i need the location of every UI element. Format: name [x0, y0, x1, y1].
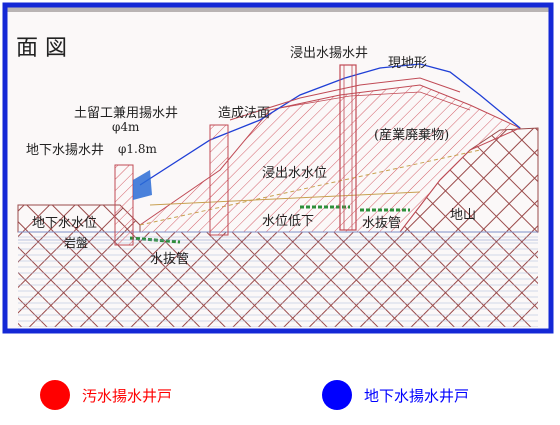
- groundwater-well: [114, 164, 134, 246]
- header-fragment: 面 図: [16, 36, 67, 61]
- leachate-well: [339, 64, 357, 231]
- retaining-well: [209, 124, 229, 236]
- level-drop-label: 水位低下: [262, 214, 315, 229]
- current-terrain-line: [139, 63, 521, 186]
- waste-label: (産業廃棄物): [374, 128, 450, 143]
- drain-pipe-right-label: 水抜管: [362, 216, 402, 231]
- natural-ground-label: 地山: [450, 208, 477, 223]
- red-dot-icon: [40, 380, 70, 410]
- retaining-well-label: 土留工兼用揚水井: [74, 106, 179, 121]
- groundwater-level-label: 地下水水位: [32, 216, 98, 231]
- legend-label-sewage-well: 汚水揚水井戸: [82, 386, 173, 405]
- bedrock-label: 岩盤: [64, 236, 89, 250]
- cross-section-diagram: [2, 2, 554, 334]
- leachate-well-label: 浸出水揚水井: [290, 46, 369, 61]
- slope-label: 造成法面: [218, 106, 271, 121]
- diameter-1-8m-label: φ1.8m: [118, 142, 157, 156]
- diameter-4m-label: φ4m: [112, 120, 140, 134]
- current-terrain-label: 現地形: [388, 56, 428, 71]
- leachate-level-label: 浸出水水位: [262, 166, 328, 181]
- drain-pipe-left-label: 水抜管: [150, 252, 190, 267]
- legend-label-groundwater-well: 地下水揚水井戸: [364, 386, 470, 405]
- blue-dot-icon: [322, 380, 352, 410]
- legend-item-sewage-well: 汚水揚水井戸: [40, 380, 172, 410]
- groundwater-well-label: 地下水揚水井: [26, 143, 105, 158]
- legend-item-groundwater-well: 地下水揚水井戸: [322, 380, 469, 410]
